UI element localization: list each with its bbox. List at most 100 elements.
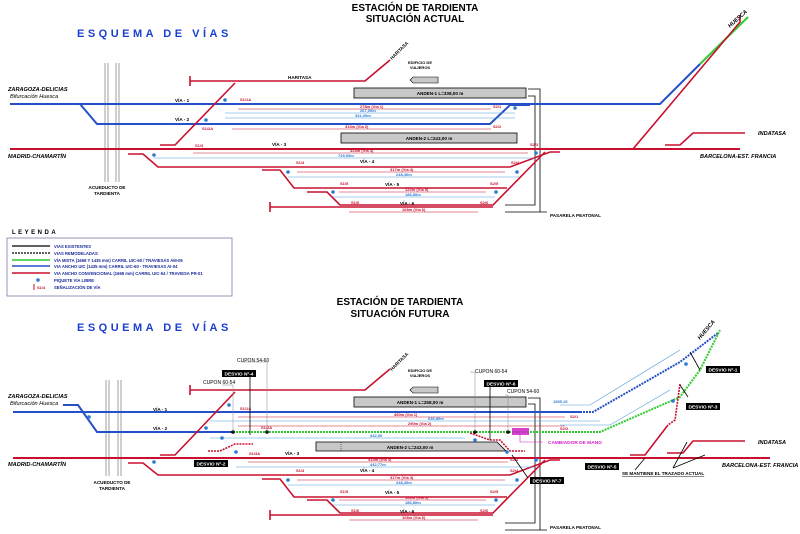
bottom-cupon-nodes (231, 430, 510, 434)
legend-signal-text: S1/4 (37, 285, 46, 290)
top-esquema-title: ESQUEMA DE VÍAS (77, 27, 232, 40)
top-dist-v1: 278m (Vía 1) (360, 104, 384, 109)
top-anden1-label: ANDEN-1 L=338,00 m (417, 91, 464, 96)
top-sig-s1-3: S1/3 (195, 143, 204, 148)
bottom-sig-s1-2a: S1/2A (261, 425, 272, 430)
bottom-aqueduct (105, 380, 122, 476)
bottom-dist-v3: 413m (Vía 3) (368, 457, 392, 462)
top-via4-track (128, 151, 560, 168)
bottom-zaragoza-l2: Bifurcación Huesca (10, 401, 58, 407)
desvio-6: DESVIO Nº-6 (484, 380, 518, 388)
top-via2-label: VÍA - 2 (175, 115, 190, 122)
top-dist-v2: 314m (Vía 2) (345, 124, 369, 129)
top-station-building (409, 76, 439, 84)
legend-item-label: VIAS EXISTENTES (54, 244, 91, 249)
bottom-title-line2: SITUACIÓN FUTURA (351, 307, 450, 320)
top-dist-v4: 317m (Vía 4) (390, 167, 414, 172)
desvio-1-label: DESVIO Nº-1 (709, 368, 738, 374)
bottom-diagram: ESTACIÓN DE TARDIENTA SITUACIÓN FUTURA E… (7, 295, 798, 531)
top-title-line1: ESTACIÓN DE TARDIENTA (352, 1, 479, 14)
top-dist-v3b: 729,00m (338, 153, 354, 158)
legend-swatch-dot (36, 278, 40, 282)
bottom-sig-s2-2: S2/2 (560, 426, 569, 431)
desvio-3: DESVIO Nº-3 (686, 403, 720, 411)
top-diagram: ESTACIÓN DE TARDIENTA SITUACIÓN ACTUAL E… (7, 1, 786, 218)
bottom-haritasa-track (190, 368, 391, 391)
bottom-station-building (409, 386, 439, 394)
top-sig-s1-5: S1/5 (340, 181, 349, 186)
bottom-sig-s1-5: S1/5 (340, 489, 349, 494)
bottom-dist-v3b: 442,77m (370, 462, 386, 467)
bottom-pasarela-label: PASARELA PEATONAL (550, 525, 601, 530)
bottom-sig-s2-5: S2/5 (490, 489, 499, 494)
top-sig-s2-1: S2/1 (493, 104, 502, 109)
bottom-dist-v5: 122m (Vía 5) (405, 495, 429, 500)
top-anden2 (340, 132, 518, 144)
bottom-mantiene-label: SE MANTIENE EL TRAZADO ACTUAL (622, 471, 704, 476)
bottom-cupon-60-54-a: CUPON 60-54 (203, 380, 235, 386)
bottom-esquema-title: ESQUEMA DE VÍAS (77, 321, 232, 334)
top-dist-v5b: 186,80m (405, 192, 421, 197)
top-piquetes (152, 98, 538, 194)
top-sig-s2-4: S2/4 (511, 160, 520, 165)
bottom-dist-v1b: 636,80m (428, 416, 444, 421)
top-zaragoza-l1: ZARAGOZA-DELICIAS (7, 87, 68, 93)
desvio-2-label: DESVIO Nº-2 (197, 462, 226, 468)
desvio-3-label: DESVIO Nº-3 (689, 405, 718, 411)
top-sig-s2-2: S2/2 (493, 124, 502, 129)
top-title-line2: SITUACIÓN ACTUAL (366, 12, 465, 25)
bottom-indatasa-track (667, 440, 745, 454)
top-sig-s2-3: S2/3 (530, 142, 539, 147)
bottom-dist-huesca: 1505,15 (553, 399, 568, 404)
bottom-sig-s1-6: S1/6 (351, 508, 360, 513)
bottom-madrid: MADRID-CHAMARTÍN (8, 461, 67, 468)
bottom-dist-v4: 317m (Vía 4) (390, 475, 414, 480)
top-dist-v6: 108m (Vía 6) (402, 207, 426, 212)
legend-item-label: SEÑALIZACIÓN DE VÍA (54, 285, 101, 290)
bottom-remodeled-crossover-right (469, 432, 525, 452)
bottom-title-line1: ESTACIÓN DE TARDIENTA (337, 295, 464, 308)
bottom-remodeled-crossover-left (208, 443, 253, 452)
top-via4-label: VÍA - 4 (360, 157, 375, 164)
bottom-cupon-54-60-a: CUPON 54-60 (237, 358, 269, 364)
bottom-pasarela (505, 403, 536, 524)
legend-item-label: VÍA MIXTA (1668 Y 1435 mm) CARRIL UIC-60… (54, 258, 183, 263)
desvio-7-label: DESVIO Nº-7 (533, 479, 562, 485)
bottom-sig-s1-3a: S1/3A (249, 451, 260, 456)
top-pasarela (505, 95, 536, 206)
bottom-via2-label: VÍA - 2 (153, 424, 168, 431)
top-via1-label: VÍA - 1 (175, 96, 190, 103)
desvio-2: DESVIO Nº-2 (194, 460, 228, 468)
bottom-anden1-label: ANDEN-1 L=258,00 m (397, 400, 444, 405)
bottom-sig-s1-4: S1/4 (296, 468, 305, 473)
top-acueducto-l1: ACUEDUCTO DE (89, 185, 126, 190)
top-edificio-l2: VIAJEROS (410, 65, 431, 70)
bottom-zaragoza-l1: ZARAGOZA-DELICIAS (7, 394, 68, 400)
bottom-via1-new-track (580, 332, 719, 413)
top-via5-track (262, 169, 507, 189)
bottom-acueducto-l1: ACUEDUCTO DE (94, 480, 131, 485)
top-via3-label: VÍA - 3 (272, 140, 287, 147)
bottom-huesca-red-link (630, 424, 669, 456)
top-zaragoza-l2: Bifurcación Huesca (10, 94, 58, 100)
bottom-sig-s2-4: S2/4 (510, 468, 519, 473)
top-sig-s1-2a: S1/2A (202, 126, 213, 131)
top-dist-v3: 324m (Vía 3) (350, 148, 374, 153)
bottom-anden2-label: ANDEN-2 L=243,00 m (387, 445, 434, 450)
legend: LEYENDA S1/4 VIAS EXISTENTES VIAS REMODE… (6, 230, 233, 297)
top-dist-v4b: 248,40m (396, 172, 412, 177)
top-huesca-red-track (632, 15, 741, 150)
bottom-cupon-54-60-b: CUPON 54-60 (507, 389, 539, 395)
bottom-via6-track (307, 459, 546, 514)
bottom-via5-track (262, 478, 507, 498)
bottom-mixed-gauge-track (233, 329, 721, 433)
top-dist-v1b: 267,00m (360, 108, 376, 113)
top-haritasa-label: HARITASA (288, 75, 312, 80)
bottom-cupon-60-54-b: CUPON 60-54 (475, 369, 507, 375)
bottom-acueducto-l2: TARDIENTA (99, 486, 126, 491)
top-aqueduct (104, 63, 120, 182)
bottom-sig-s2-6: S2/6 (480, 508, 489, 513)
bottom-piquetes (87, 362, 688, 502)
bottom-sig-s2-1: S2/1 (570, 414, 579, 419)
legend-item-label: PIQUETE VÍA LIBRE (54, 278, 94, 283)
